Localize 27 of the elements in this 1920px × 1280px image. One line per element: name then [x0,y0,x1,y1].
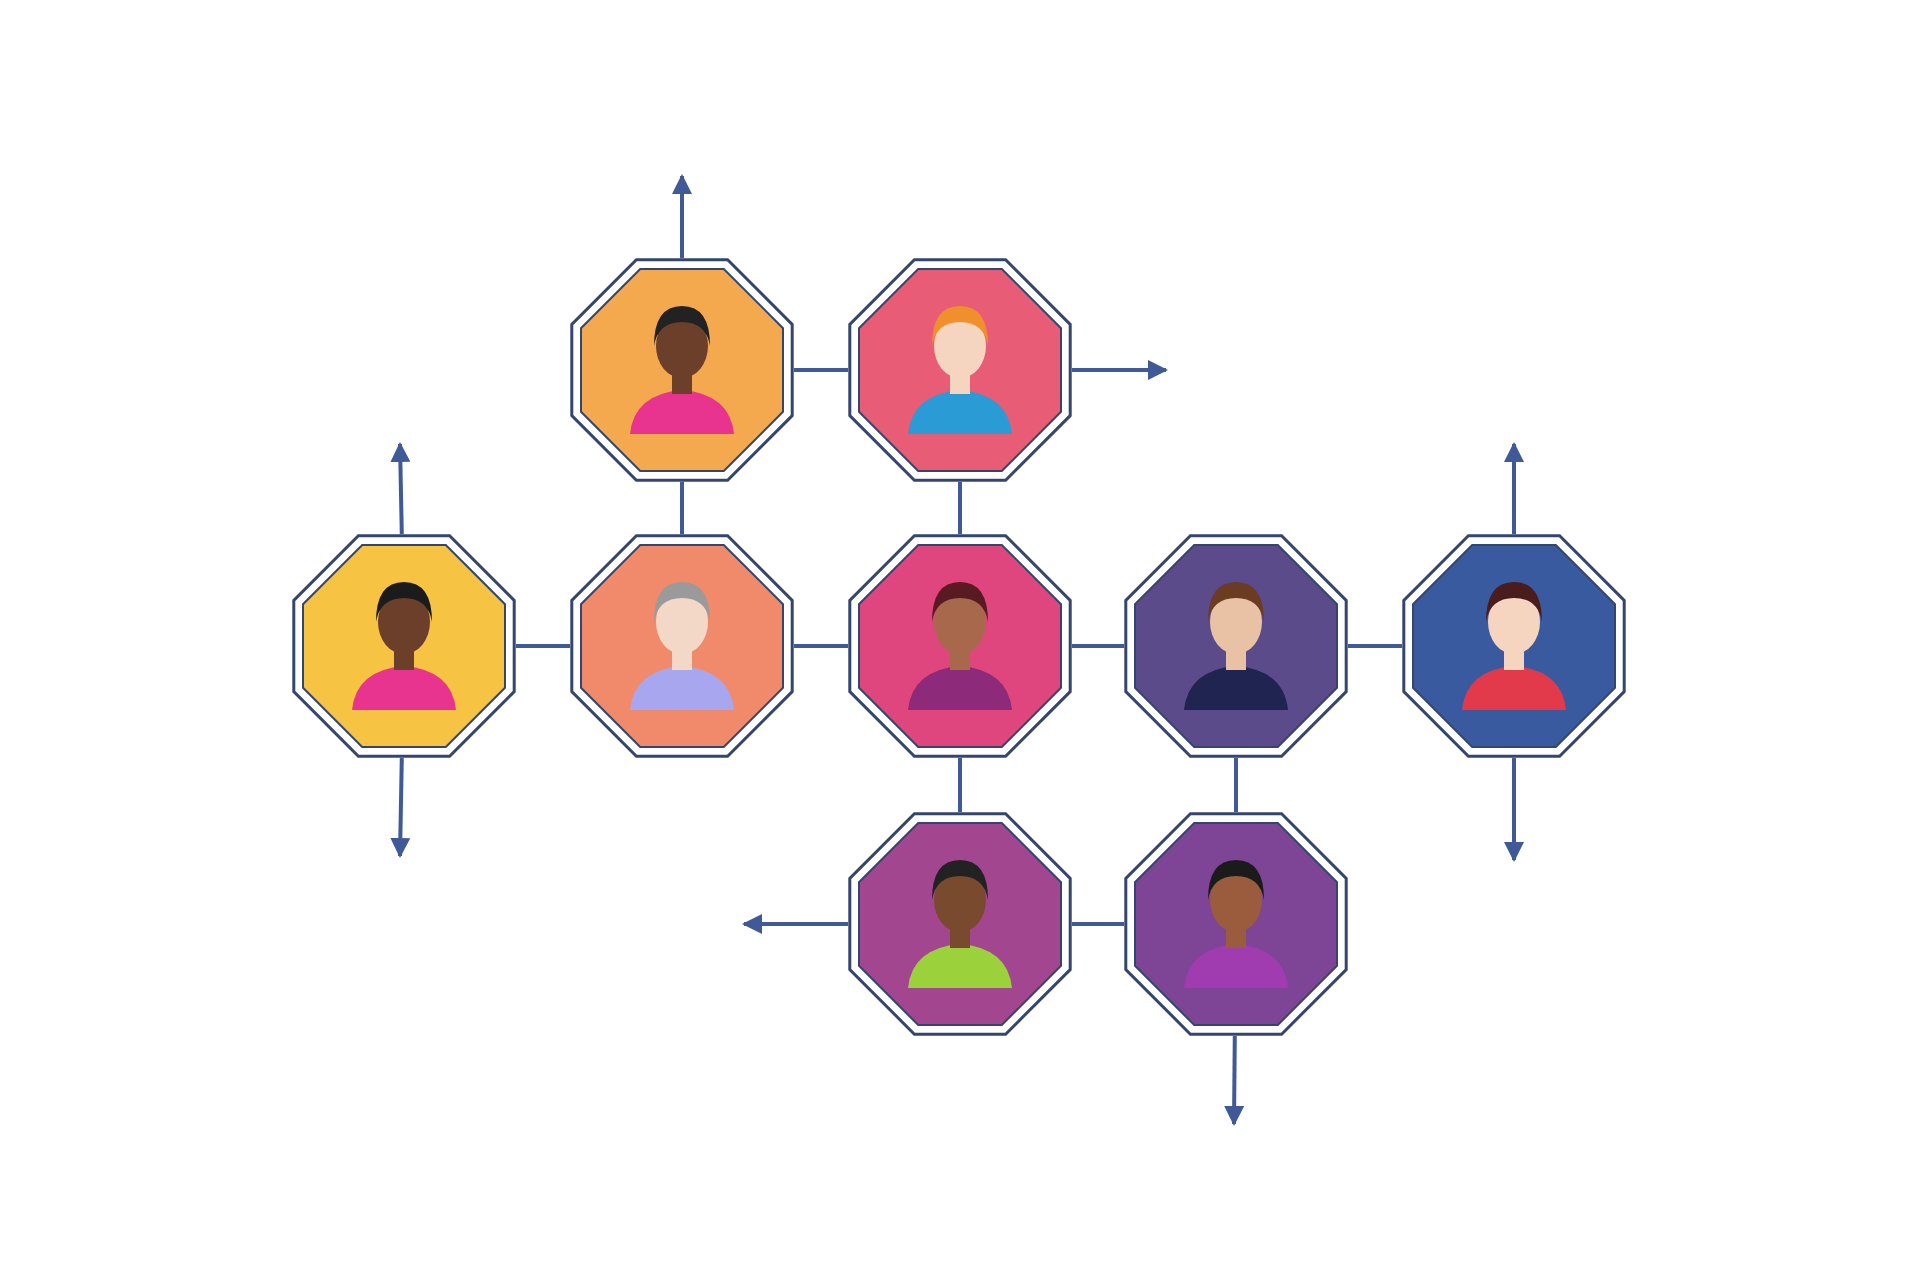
connector-line [516,644,570,648]
arrow [742,914,848,934]
octagon-node [570,534,794,758]
connector-line [680,482,684,534]
connector-line [1072,922,1124,926]
connector-line [794,368,848,372]
octagon-node [848,812,1072,1036]
octagon-node [1124,534,1348,758]
octagon-node [292,534,516,758]
connector-line [794,644,848,648]
arrow [672,174,692,258]
arrow [390,757,411,858]
connector-line [958,758,962,812]
arrow [1504,442,1524,534]
connector-line [1072,644,1124,648]
arrow [1072,360,1168,380]
arrow [1504,758,1524,862]
octagon-node [1124,812,1348,1036]
connector-line [1234,758,1238,812]
octagon-node [570,258,794,482]
connector-line [958,482,962,534]
arrow [390,442,411,535]
octagon-node [848,258,1072,482]
arrow [1224,1035,1245,1126]
connector-line [1348,644,1402,648]
octagon-node [848,534,1072,758]
octagon-node [1402,534,1626,758]
